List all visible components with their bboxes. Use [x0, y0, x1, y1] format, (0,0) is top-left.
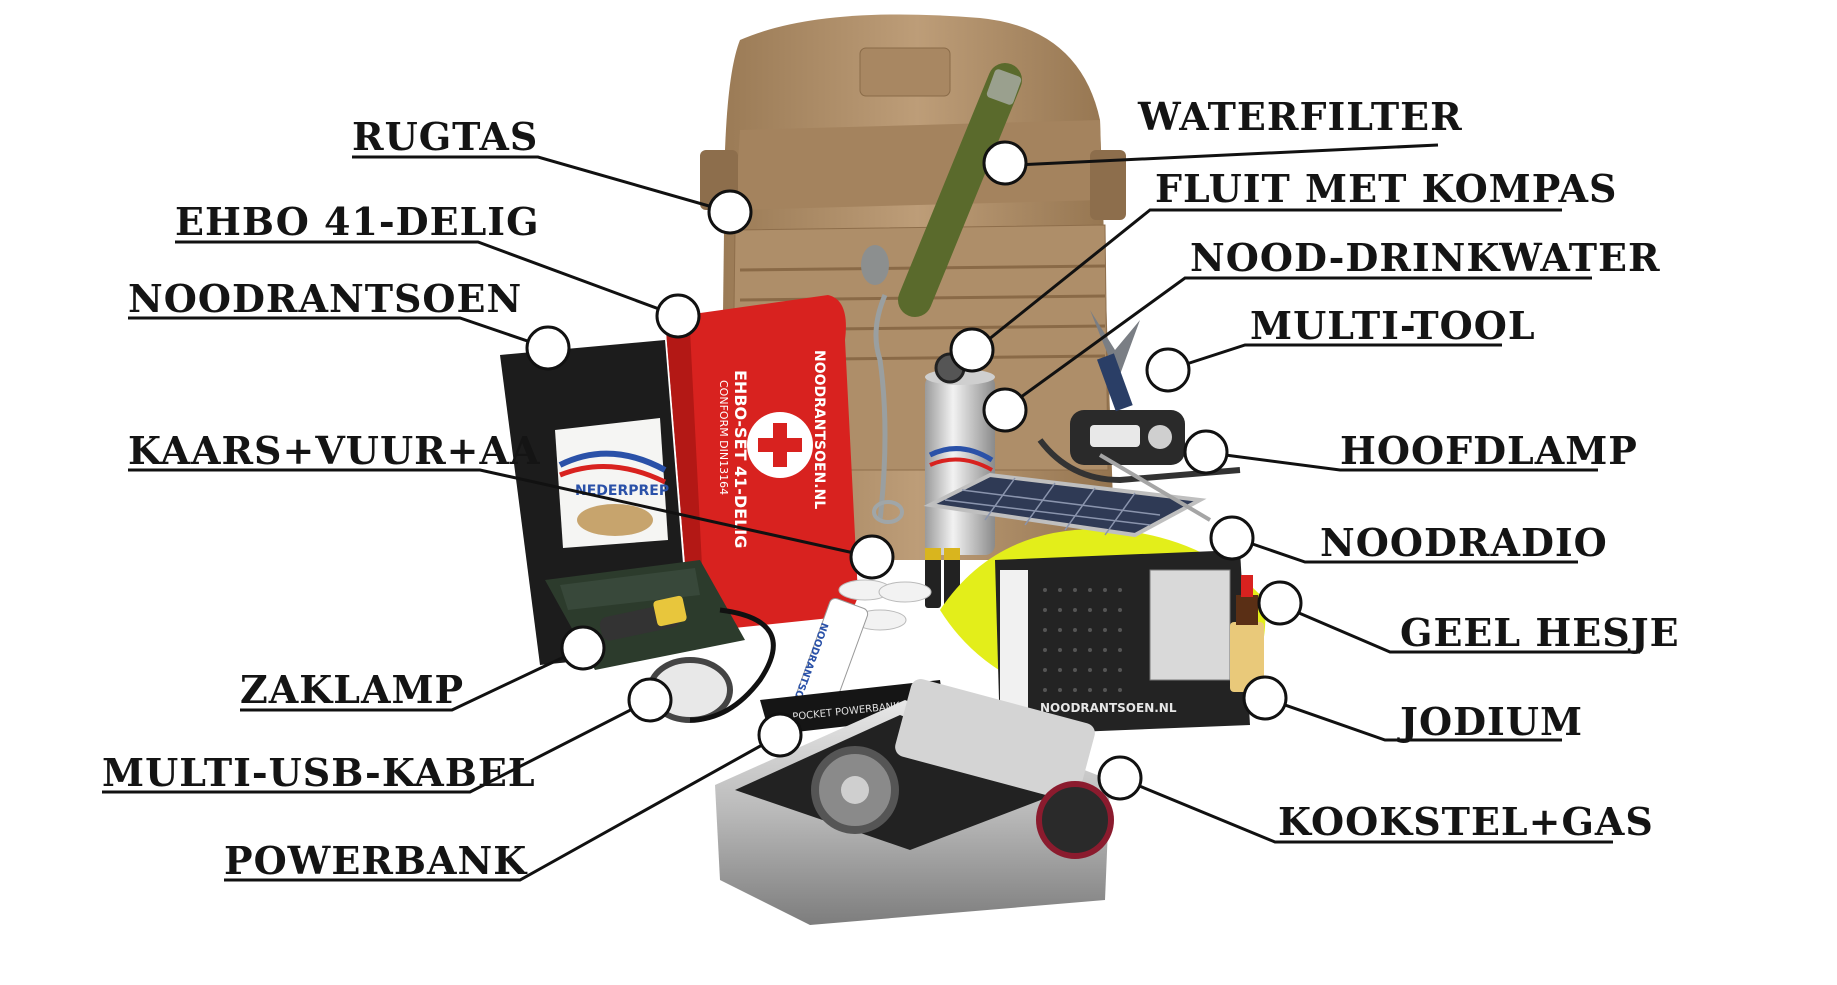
- label-ehbo: EHBO 41-DELIG: [175, 199, 540, 244]
- label-hesje: GEEL HESJE: [1400, 610, 1680, 655]
- label-waterfilter: WATERFILTER: [1138, 94, 1463, 139]
- label-jodium: JODIUM: [1400, 699, 1584, 744]
- marker-jodium: [1242, 675, 1288, 721]
- ehbo-brand-text: NOODRANTSOEN.NL: [811, 350, 827, 509]
- marker-waterfilter: [982, 140, 1028, 186]
- waterfilter-image: [861, 63, 1022, 524]
- label-noodrantsoen: NOODRANTSOEN: [128, 276, 523, 321]
- marker-fluit: [949, 327, 995, 373]
- stove-image: [715, 679, 1114, 925]
- label-fluit: FLUIT MET KOMPAS: [1155, 166, 1618, 211]
- pouch-brand-text: NEDERPREP: [575, 483, 669, 499]
- marker-ehbo: [655, 293, 701, 339]
- iodine-bottle-image: [1230, 575, 1264, 692]
- marker-hoofdlamp: [1183, 429, 1229, 475]
- label-powerbank: POWERBANK: [224, 838, 528, 883]
- ehbo-sub-text: CONFORM DIN13164: [717, 380, 730, 495]
- ehbo-title-text: EHBO-SET 41-DELIG: [731, 370, 750, 548]
- solar-panel-image: [923, 453, 1212, 538]
- marker-usb: [627, 677, 673, 723]
- label-noodradio: NOODRADIO: [1320, 520, 1608, 565]
- label-usb: MULTI-USB-KABEL: [102, 750, 536, 795]
- marker-hesje: [1257, 580, 1303, 626]
- label-hoofdlamp: HOOFDLAMP: [1340, 428, 1638, 473]
- marker-rugtas: [707, 189, 753, 235]
- label-zaklamp: ZAKLAMP: [240, 667, 465, 712]
- label-kookstel: KOOKSTEL+GAS: [1278, 799, 1654, 844]
- marker-kaars: [849, 534, 895, 580]
- multitool-image: [1090, 310, 1140, 412]
- marker-drinkwater: [982, 387, 1028, 433]
- marker-noodradio: [1209, 515, 1255, 561]
- headlamp-image: [1037, 410, 1241, 484]
- callout-markers: [525, 140, 1303, 801]
- radio-image: NOODRANTSOEN.NL: [995, 550, 1250, 735]
- marker-zaklamp: [560, 625, 606, 671]
- label-multitool: MULTI-TOOL: [1250, 303, 1536, 348]
- callout-lines: [102, 143, 1640, 882]
- first-aid-kit-image: NOODRANTSOEN.NL EHBO-SET 41-DELIG CONFOR…: [665, 295, 858, 630]
- radio-brand-text: NOODRANTSOEN.NL: [1040, 701, 1177, 715]
- label-rugtas: RUGTAS: [352, 114, 539, 159]
- drinking-water-can-image: [925, 352, 995, 555]
- marker-kookstel: [1097, 755, 1143, 801]
- marker-noodrantsoen: [525, 325, 571, 371]
- marker-multitool: [1145, 347, 1191, 393]
- label-drinkwater: NOOD-DRINKWATER: [1190, 235, 1661, 280]
- marker-powerbank: [757, 712, 803, 758]
- label-kaars: KAARS+VUUR+AA: [128, 428, 541, 473]
